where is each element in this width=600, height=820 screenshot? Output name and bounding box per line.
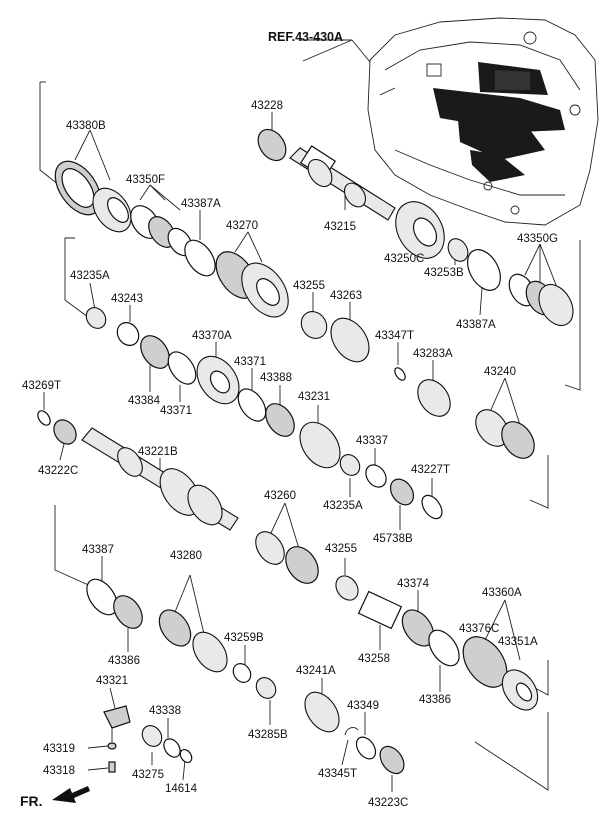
label-43351A: 43351A	[498, 636, 538, 648]
label-43345T: 43345T	[318, 768, 357, 780]
transmission-housing	[367, 17, 599, 226]
front-direction-label: FR.	[20, 793, 43, 809]
label-43258: 43258	[358, 653, 390, 665]
label-43275: 43275	[132, 769, 164, 781]
label-43241A: 43241A	[296, 665, 336, 677]
label-43350F: 43350F	[126, 174, 165, 186]
label-43386-lower: 43386	[419, 694, 451, 706]
label-43228: 43228	[251, 100, 283, 112]
label-43263: 43263	[330, 290, 362, 302]
label-43255-lower: 43255	[325, 543, 357, 555]
label-43380B: 43380B	[66, 120, 106, 132]
label-43384: 43384	[128, 395, 161, 407]
label-43387A: 43387A	[181, 198, 221, 210]
label-43387: 43387	[82, 544, 114, 556]
label-43360A: 43360A	[482, 587, 522, 599]
label-43386-upper: 43386	[108, 655, 140, 667]
label-43231: 43231	[298, 391, 330, 403]
label-43337: 43337	[356, 435, 388, 447]
label-43338: 43338	[149, 705, 181, 717]
label-43270: 43270	[226, 220, 258, 232]
label-43370A: 43370A	[192, 330, 232, 342]
label-43235A: 43235A	[70, 270, 110, 282]
label-43318: 43318	[43, 765, 75, 777]
label-43235A-lower: 43235A	[323, 500, 363, 512]
label-43347T: 43347T	[375, 330, 414, 342]
label-43250C: 43250C	[384, 253, 424, 265]
label-14614: 14614	[165, 783, 198, 795]
label-43222C: 43222C	[38, 465, 78, 477]
label-43350G: 43350G	[517, 233, 558, 245]
label-45738B: 45738B	[373, 533, 413, 545]
label-43227T: 43227T	[411, 464, 450, 476]
label-43243: 43243	[111, 293, 143, 305]
label-43376C: 43376C	[459, 623, 499, 635]
label-43260: 43260	[264, 490, 296, 502]
label-43223C: 43223C	[368, 797, 408, 809]
label-43269T: 43269T	[22, 380, 61, 392]
label-43255-upper: 43255	[293, 280, 325, 292]
label-43349: 43349	[347, 700, 379, 712]
label-43374: 43374	[397, 578, 430, 590]
label-43215: 43215	[324, 221, 356, 233]
label-43221B: 43221B	[138, 446, 178, 458]
label-43371-upper: 43371	[234, 356, 266, 368]
label-43387A-right: 43387A	[456, 319, 496, 331]
label-43285B: 43285B	[248, 729, 288, 741]
part-labels: REF.43-430A 43380B 43350F 43387A 43270 4…	[20, 30, 558, 809]
label-43259B: 43259B	[224, 632, 264, 644]
label-43321: 43321	[96, 675, 128, 687]
label-43280: 43280	[170, 550, 202, 562]
label-43240: 43240	[484, 366, 516, 378]
parts	[37, 128, 574, 775]
label-43319: 43319	[43, 743, 75, 755]
label-43388: 43388	[260, 372, 292, 384]
label-43371-lower: 43371	[160, 405, 192, 417]
label-43253B: 43253B	[424, 267, 464, 279]
reference-label: REF.43-430A	[268, 30, 343, 44]
front-arrow-icon	[52, 786, 90, 803]
label-43283A: 43283A	[413, 348, 453, 360]
